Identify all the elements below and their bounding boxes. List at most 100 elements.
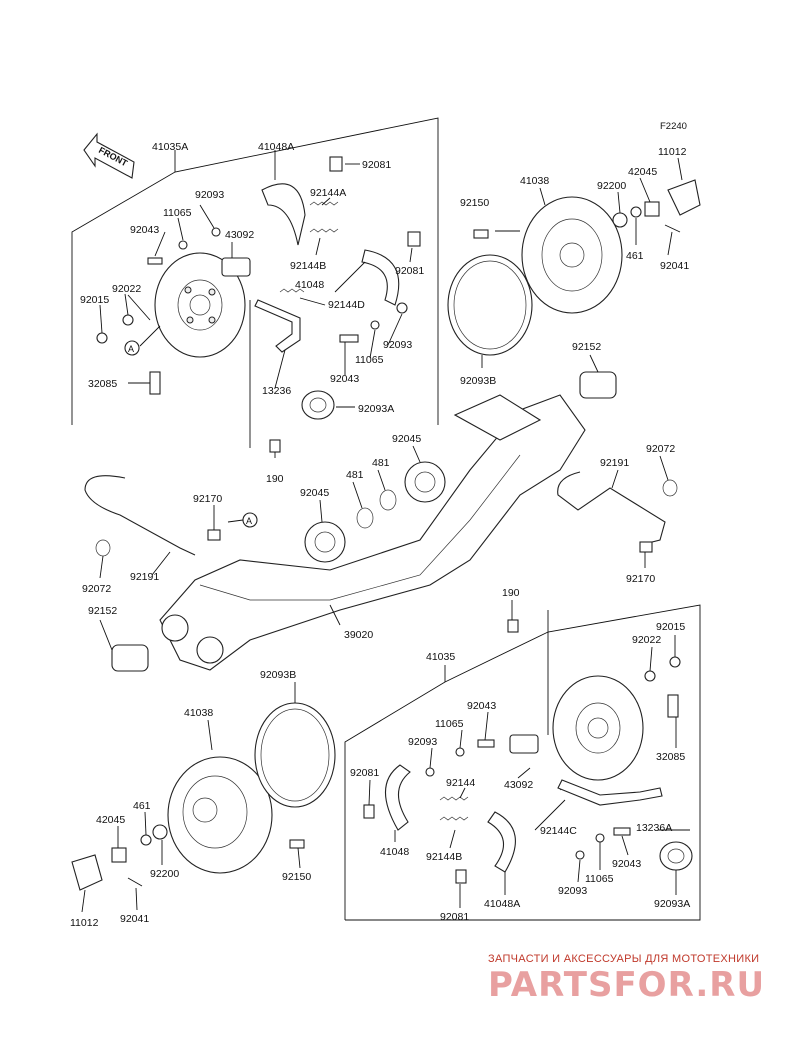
spring-92144b-lower (439, 816, 469, 821)
callout-92150-lower: 92150 (282, 871, 311, 883)
front-arrow-icon: FRONT (83, 132, 135, 179)
nut-92015-a (96, 332, 108, 344)
clip-92081-c (363, 804, 375, 819)
callout-92045-left: 92045 (300, 487, 329, 499)
bracket-32085-a (149, 371, 161, 395)
spring-92144 (439, 796, 469, 801)
callout-92072-right: 92072 (646, 443, 675, 455)
callout-42045-upper: 42045 (628, 166, 657, 178)
callout-92043-upper-a: 92043 (130, 224, 159, 236)
clip-92081-b (407, 231, 421, 247)
seal-92093a-lower (659, 841, 693, 871)
callout-92072-left: 92072 (82, 583, 111, 595)
callout-41035: 41035 (426, 651, 455, 663)
callout-92041-upper: 92041 (660, 260, 689, 272)
bracket-32085-b (667, 694, 679, 718)
callout-461-upper: 461 (626, 250, 644, 262)
callout-92144c: 92144C (540, 825, 577, 837)
spring-92144b (309, 228, 339, 233)
callout-11012-lower: 11012 (70, 917, 99, 929)
callout-92150-upper: 92150 (460, 197, 489, 209)
ref-circle-a-upper (124, 340, 140, 356)
washer-92093-a (211, 227, 221, 237)
nut-92022-a (122, 314, 134, 326)
wheel-cylinder-upper (221, 257, 251, 277)
clamp-92072-right (662, 479, 678, 497)
brake-shoe-upper-b (361, 249, 400, 306)
brake-drum-upper (521, 196, 623, 314)
callout-92170-left: 92170 (193, 493, 222, 505)
callout-92081-lower-b: 92081 (440, 911, 469, 923)
brake-shoe-lower-a (385, 764, 411, 831)
washer-92093-b (396, 302, 408, 314)
washer-92200-upper (612, 212, 628, 228)
callout-481-left: 481 (346, 469, 364, 481)
bolt-92150-upper (473, 229, 489, 239)
callout-92043-lower-b: 92043 (612, 858, 641, 870)
cap-11012-lower (71, 854, 103, 891)
callout-92191-right: 92191 (600, 457, 629, 469)
callout-32085-upper: 32085 (88, 378, 117, 390)
clip-92081-a (329, 156, 343, 172)
cap-11012-upper (667, 179, 701, 216)
leader-lines (81, 150, 690, 913)
callout-41048-lower: 41048 (380, 846, 409, 858)
callout-92043-lower-a: 92043 (467, 700, 496, 712)
seal-ring-92093b-lower (254, 702, 336, 808)
pin-92041-upper (664, 224, 681, 233)
clamp-92170-right (639, 541, 653, 553)
callout-92093-upper-b: 92093 (383, 339, 412, 351)
callout-13236a: 13236A (636, 822, 672, 834)
washer-11065-c (455, 747, 465, 757)
washer-92093-d (575, 850, 585, 860)
nut-92015-b (669, 656, 681, 668)
callout-13236: 13236 (262, 385, 291, 397)
circlip-481-right (379, 489, 397, 511)
watermark-tagline: ЗАПЧАСТИ И АКСЕССУАРЫ ДЛЯ МОТОТЕХНИКИ (488, 953, 759, 965)
callout-11065-lower-a: 11065 (435, 718, 464, 730)
bolt-92043-b (339, 334, 359, 343)
washer-461-lower (140, 834, 152, 846)
seal-ring-92093b-upper (447, 254, 533, 356)
washer-11065-b (370, 320, 380, 330)
wheel-cylinder-lower (509, 734, 539, 754)
callout-92093b-lower: 92093B (260, 669, 296, 681)
callout-92015-lower: 92015 (656, 621, 685, 633)
bolt-92043-a (147, 257, 163, 265)
backing-plate-upper (154, 252, 246, 358)
callout-92144d: 92144D (328, 299, 365, 311)
bolt-92150-lower (289, 839, 305, 849)
diagram-code: F2240 (660, 121, 687, 132)
bolt-92043-c (477, 739, 495, 748)
callout-ref-a-lower: A (246, 516, 252, 526)
brake-shoe-lower-b (487, 811, 516, 873)
clamp-92170-left (207, 529, 221, 541)
lever-13236a (557, 779, 663, 806)
callout-32085-lower: 32085 (656, 751, 685, 763)
callout-92093b-upper: 92093B (460, 375, 496, 387)
pin-92041-lower (127, 877, 143, 887)
watermark-brand: PARTSFOR.RU (488, 965, 765, 1005)
callout-92200-upper: 92200 (597, 180, 626, 192)
washer-92093-c (425, 767, 435, 777)
brake-shoe-upper-a (261, 183, 306, 246)
callout-41035a: 41035A (152, 141, 188, 153)
callout-ref-a-upper: A (128, 344, 134, 354)
washer-11065-d (595, 833, 605, 843)
callout-92081-lower-a: 92081 (350, 767, 379, 779)
callout-92081-upper-a: 92081 (362, 159, 391, 171)
callout-11012-upper: 11012 (658, 146, 687, 158)
callout-41048a-upper: 41048A (258, 141, 294, 153)
callout-92144b-lower: 92144B (426, 851, 462, 863)
hose-92191-right (557, 471, 666, 546)
callout-92191-left: 92191 (130, 571, 159, 583)
brake-drum-lower (167, 756, 273, 874)
nut-92022-b (644, 670, 656, 682)
callout-92144b-upper: 92144B (290, 260, 326, 272)
callout-92022-lower: 92022 (632, 634, 661, 646)
bushing-92152-upper (579, 371, 617, 399)
washer-11065-a (178, 240, 188, 250)
callout-43092-lower: 43092 (504, 779, 533, 791)
